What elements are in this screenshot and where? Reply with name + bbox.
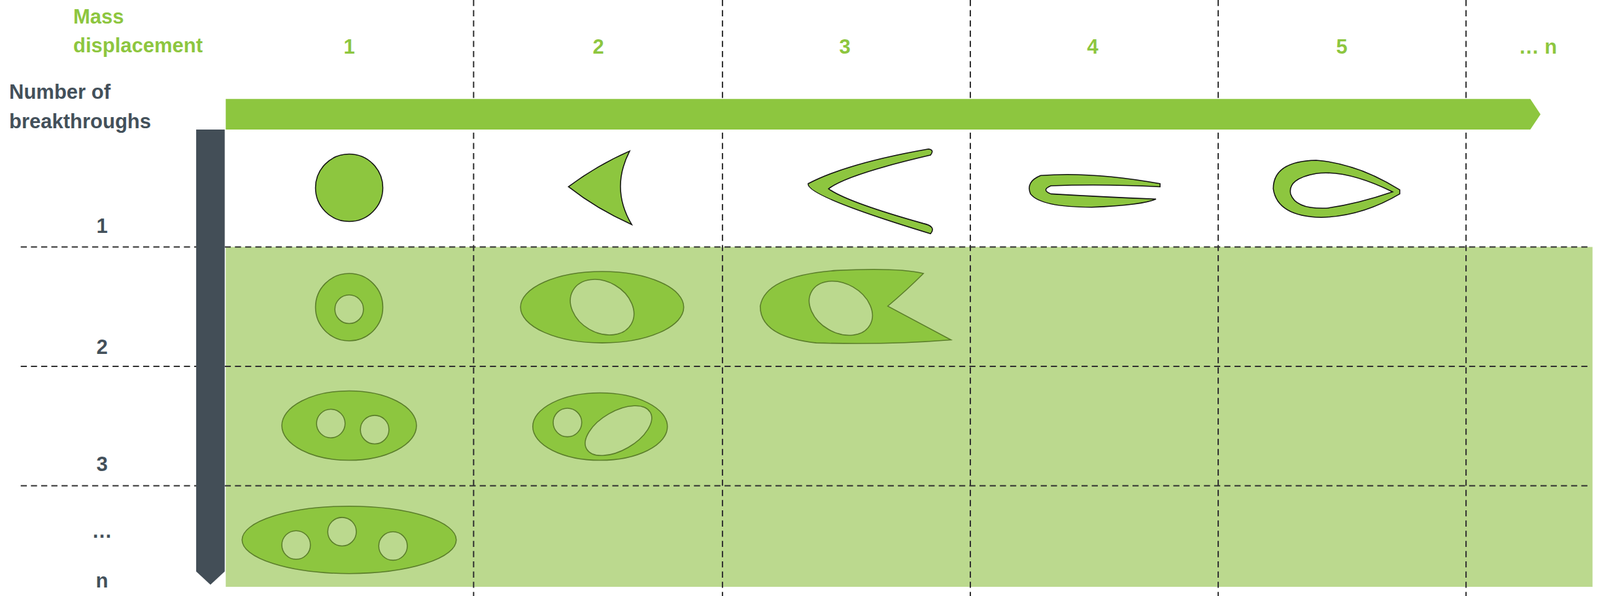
column-number: 1 <box>343 35 355 59</box>
hole <box>553 408 582 437</box>
row-number: 3 <box>96 452 108 477</box>
column-divider <box>969 0 971 596</box>
hole <box>281 530 311 560</box>
column-divider <box>721 0 724 596</box>
hole <box>378 531 408 561</box>
hole <box>799 270 883 346</box>
column-number: 5 <box>1335 35 1347 59</box>
three-hole-ellipse <box>241 506 457 574</box>
horizontal-arrow-bar <box>225 98 1541 130</box>
column-number: 2 <box>592 35 604 59</box>
hole <box>576 395 660 466</box>
green-ground <box>225 247 1593 587</box>
column-divider <box>1465 0 1467 596</box>
hairpin-shape <box>1029 174 1160 208</box>
teardrop-ring <box>1273 160 1400 218</box>
column-number: 4 <box>1086 35 1098 59</box>
row-number: … <box>92 519 113 543</box>
column-number: … n <box>1518 35 1558 59</box>
vertical-arrow-bar <box>196 129 225 585</box>
column-number: 3 <box>838 35 851 59</box>
row-one-shapes <box>315 149 1400 234</box>
column-divider <box>1217 0 1219 596</box>
row-divider <box>20 245 1592 248</box>
row-divider <box>20 485 1592 487</box>
hole <box>360 415 390 444</box>
ring-shape <box>315 273 384 341</box>
crescent-shape <box>568 151 632 225</box>
hole <box>327 517 357 546</box>
row-number: 2 <box>96 335 108 359</box>
hole <box>560 268 645 346</box>
row-number: n <box>96 568 109 593</box>
solid-disc <box>315 154 384 222</box>
hole <box>316 409 346 439</box>
grid-lines <box>20 0 1592 596</box>
row-divider <box>20 365 1592 367</box>
v-shape <box>808 149 933 234</box>
column-divider <box>472 0 475 596</box>
row-number: 1 <box>96 214 108 239</box>
axis-title: Mass displacement <box>73 2 231 61</box>
holed-shapes <box>241 268 951 574</box>
hole <box>334 294 364 324</box>
two-hole-ellipse <box>281 390 417 460</box>
axis-title: Number of breakthroughs <box>9 77 189 137</box>
